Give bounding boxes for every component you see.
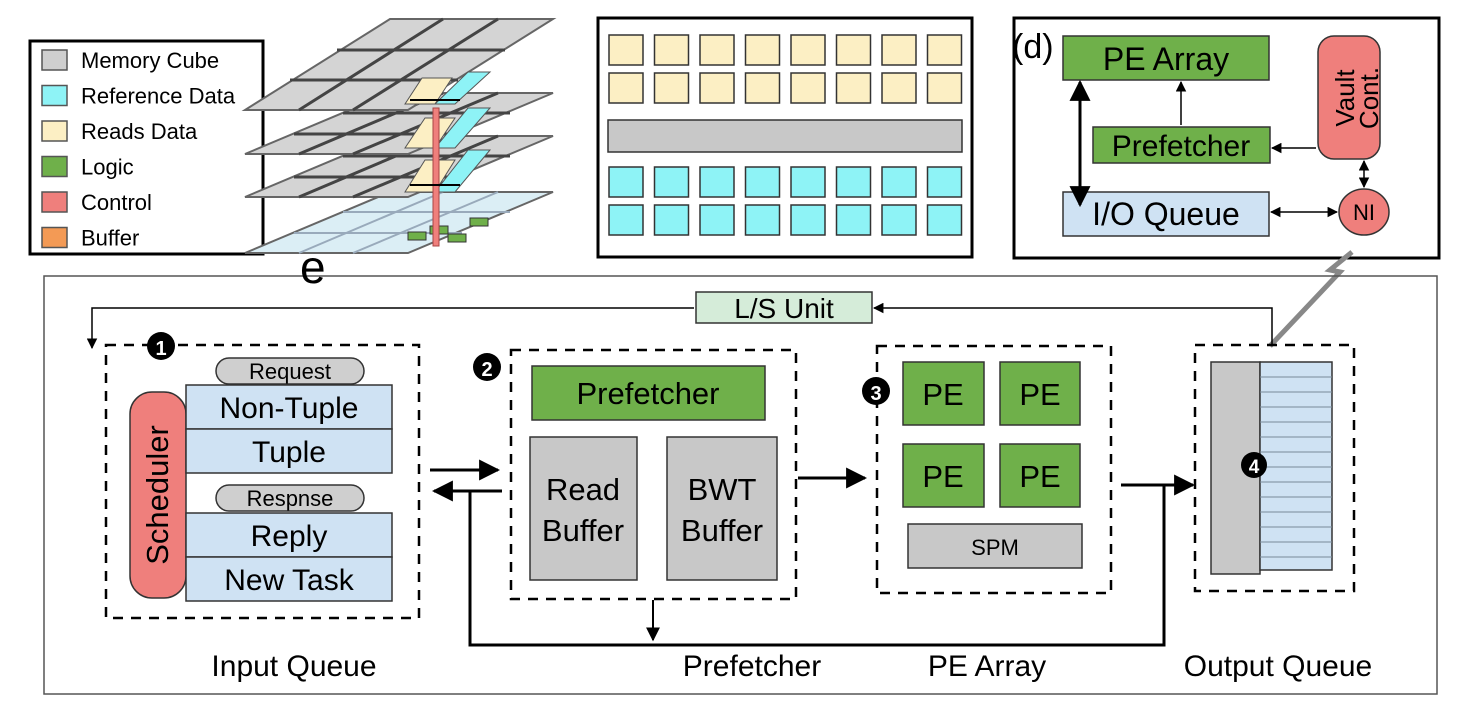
pe-1: PE	[922, 377, 963, 412]
legend-label: Buffer	[81, 226, 139, 251]
response-label: Respnse	[247, 486, 334, 511]
panel-d: (d) PE Array Prefetcher Vault Cont. I/O …	[1012, 16, 1441, 260]
prefetcher-unit: 2 Prefetcher Read Buffer BWT Buffer	[473, 348, 798, 601]
legend-label: Logic	[81, 155, 134, 180]
prefetcher-label: Prefetcher	[1112, 130, 1250, 163]
memory-cell	[699, 72, 735, 104]
read-buffer-line2: Buffer	[542, 513, 624, 548]
memory-cell	[881, 166, 917, 198]
memory-cell	[881, 34, 917, 66]
legend-swatch	[41, 49, 68, 71]
panel-e-label: e	[300, 241, 326, 293]
legend-label: Reference Data	[81, 84, 236, 109]
legend-swatch	[41, 84, 68, 107]
step-2-badge: 2	[481, 359, 492, 381]
ls-unit-box	[695, 291, 873, 324]
request-label: Request	[249, 359, 331, 384]
memory-cell	[608, 72, 644, 104]
pe-array-label: PE Array	[1103, 41, 1229, 77]
memory-cell	[653, 34, 690, 66]
memory-cell	[881, 72, 917, 104]
memory-cell	[926, 166, 963, 198]
memory-cube-stack	[241, 17, 557, 254]
memory-cell	[608, 166, 644, 198]
legend-label: Control	[81, 190, 152, 215]
vault-controller-box	[1317, 35, 1381, 160]
ni-label: NI	[1353, 200, 1375, 225]
pe-4: PE	[1019, 459, 1060, 494]
tuple-label: Tuple	[252, 436, 326, 469]
io-queue-label: I/O Queue	[1092, 196, 1240, 232]
memory-cell	[926, 204, 963, 236]
legend-swatch	[41, 191, 68, 213]
memory-cell	[608, 34, 644, 66]
memory-cell	[608, 204, 644, 236]
panel-e-frame	[43, 275, 1438, 695]
legend-swatch	[41, 155, 68, 178]
memory-cell	[744, 166, 781, 198]
scheduler-box	[129, 391, 187, 599]
ni-node	[1338, 188, 1390, 236]
input-queue-caption: Input Queue	[211, 650, 376, 683]
zoom-connector	[1268, 250, 1354, 348]
memory-cell	[653, 166, 690, 198]
new-task-label: New Task	[224, 564, 354, 597]
input-queue: 1 Scheduler Request Non-Tuple Tuple Resp…	[104, 332, 421, 620]
ls-unit-label: L/S Unit	[734, 293, 834, 324]
memory-cell	[835, 166, 872, 198]
memory-cell	[881, 204, 917, 236]
memory-cell	[926, 72, 963, 104]
pe-array-unit: 3 PE PE PE PE SPM	[862, 344, 1113, 595]
vault-label-2: Cont.	[1354, 67, 1384, 129]
step-4-badge: 4	[1249, 457, 1260, 478]
pe-array-caption: PE Array	[928, 650, 1046, 683]
pe-2: PE	[1019, 377, 1060, 412]
prefetcher-box	[1092, 126, 1271, 164]
non-tuple-label: Non-Tuple	[220, 392, 359, 425]
memory-cell	[653, 204, 690, 236]
memory-cell	[835, 72, 872, 104]
memory-cell	[653, 72, 690, 104]
memory-cell	[790, 166, 826, 198]
step-1-badge: 1	[155, 338, 166, 360]
pe-array-box	[1062, 35, 1270, 81]
bwt-buffer-line1: BWT	[688, 472, 757, 507]
step-3-badge: 3	[870, 383, 881, 405]
memory-cell	[790, 204, 826, 236]
prefetcher-caption: Prefetcher	[683, 650, 821, 683]
memory-cell	[835, 204, 872, 236]
scheduler-label: Scheduler	[140, 425, 175, 565]
vault-layout-panel	[596, 16, 974, 259]
output-queue-caption: Output Queue	[1184, 650, 1372, 683]
memory-cell	[926, 34, 963, 66]
output-queue: 4	[1193, 343, 1356, 593]
pe-3: PE	[922, 459, 963, 494]
legend-swatch	[41, 226, 68, 249]
legend-label: Reads Data	[81, 119, 198, 144]
vault-label-1: Vault	[1330, 69, 1360, 127]
memory-cell	[699, 166, 735, 198]
memory-cell	[790, 72, 826, 104]
read-buffer-line1: Read	[546, 472, 620, 507]
spm-label: SPM	[971, 535, 1019, 560]
memory-cell	[790, 34, 826, 66]
memory-cell	[835, 34, 872, 66]
legend-swatch	[41, 120, 68, 142]
memory-cell	[699, 204, 735, 236]
prefetcher-unit-label: Prefetcher	[576, 376, 719, 411]
memory-cell	[744, 204, 781, 236]
io-queue-box	[1062, 191, 1270, 237]
memory-cell	[744, 72, 781, 104]
memory-cell	[744, 34, 781, 66]
bwt-buffer-line2: Buffer	[681, 513, 763, 548]
legend-label: Memory Cube	[81, 48, 219, 73]
panel-d-label: (d)	[1012, 28, 1054, 66]
reply-label: Reply	[251, 520, 328, 553]
memory-cell	[699, 34, 735, 66]
